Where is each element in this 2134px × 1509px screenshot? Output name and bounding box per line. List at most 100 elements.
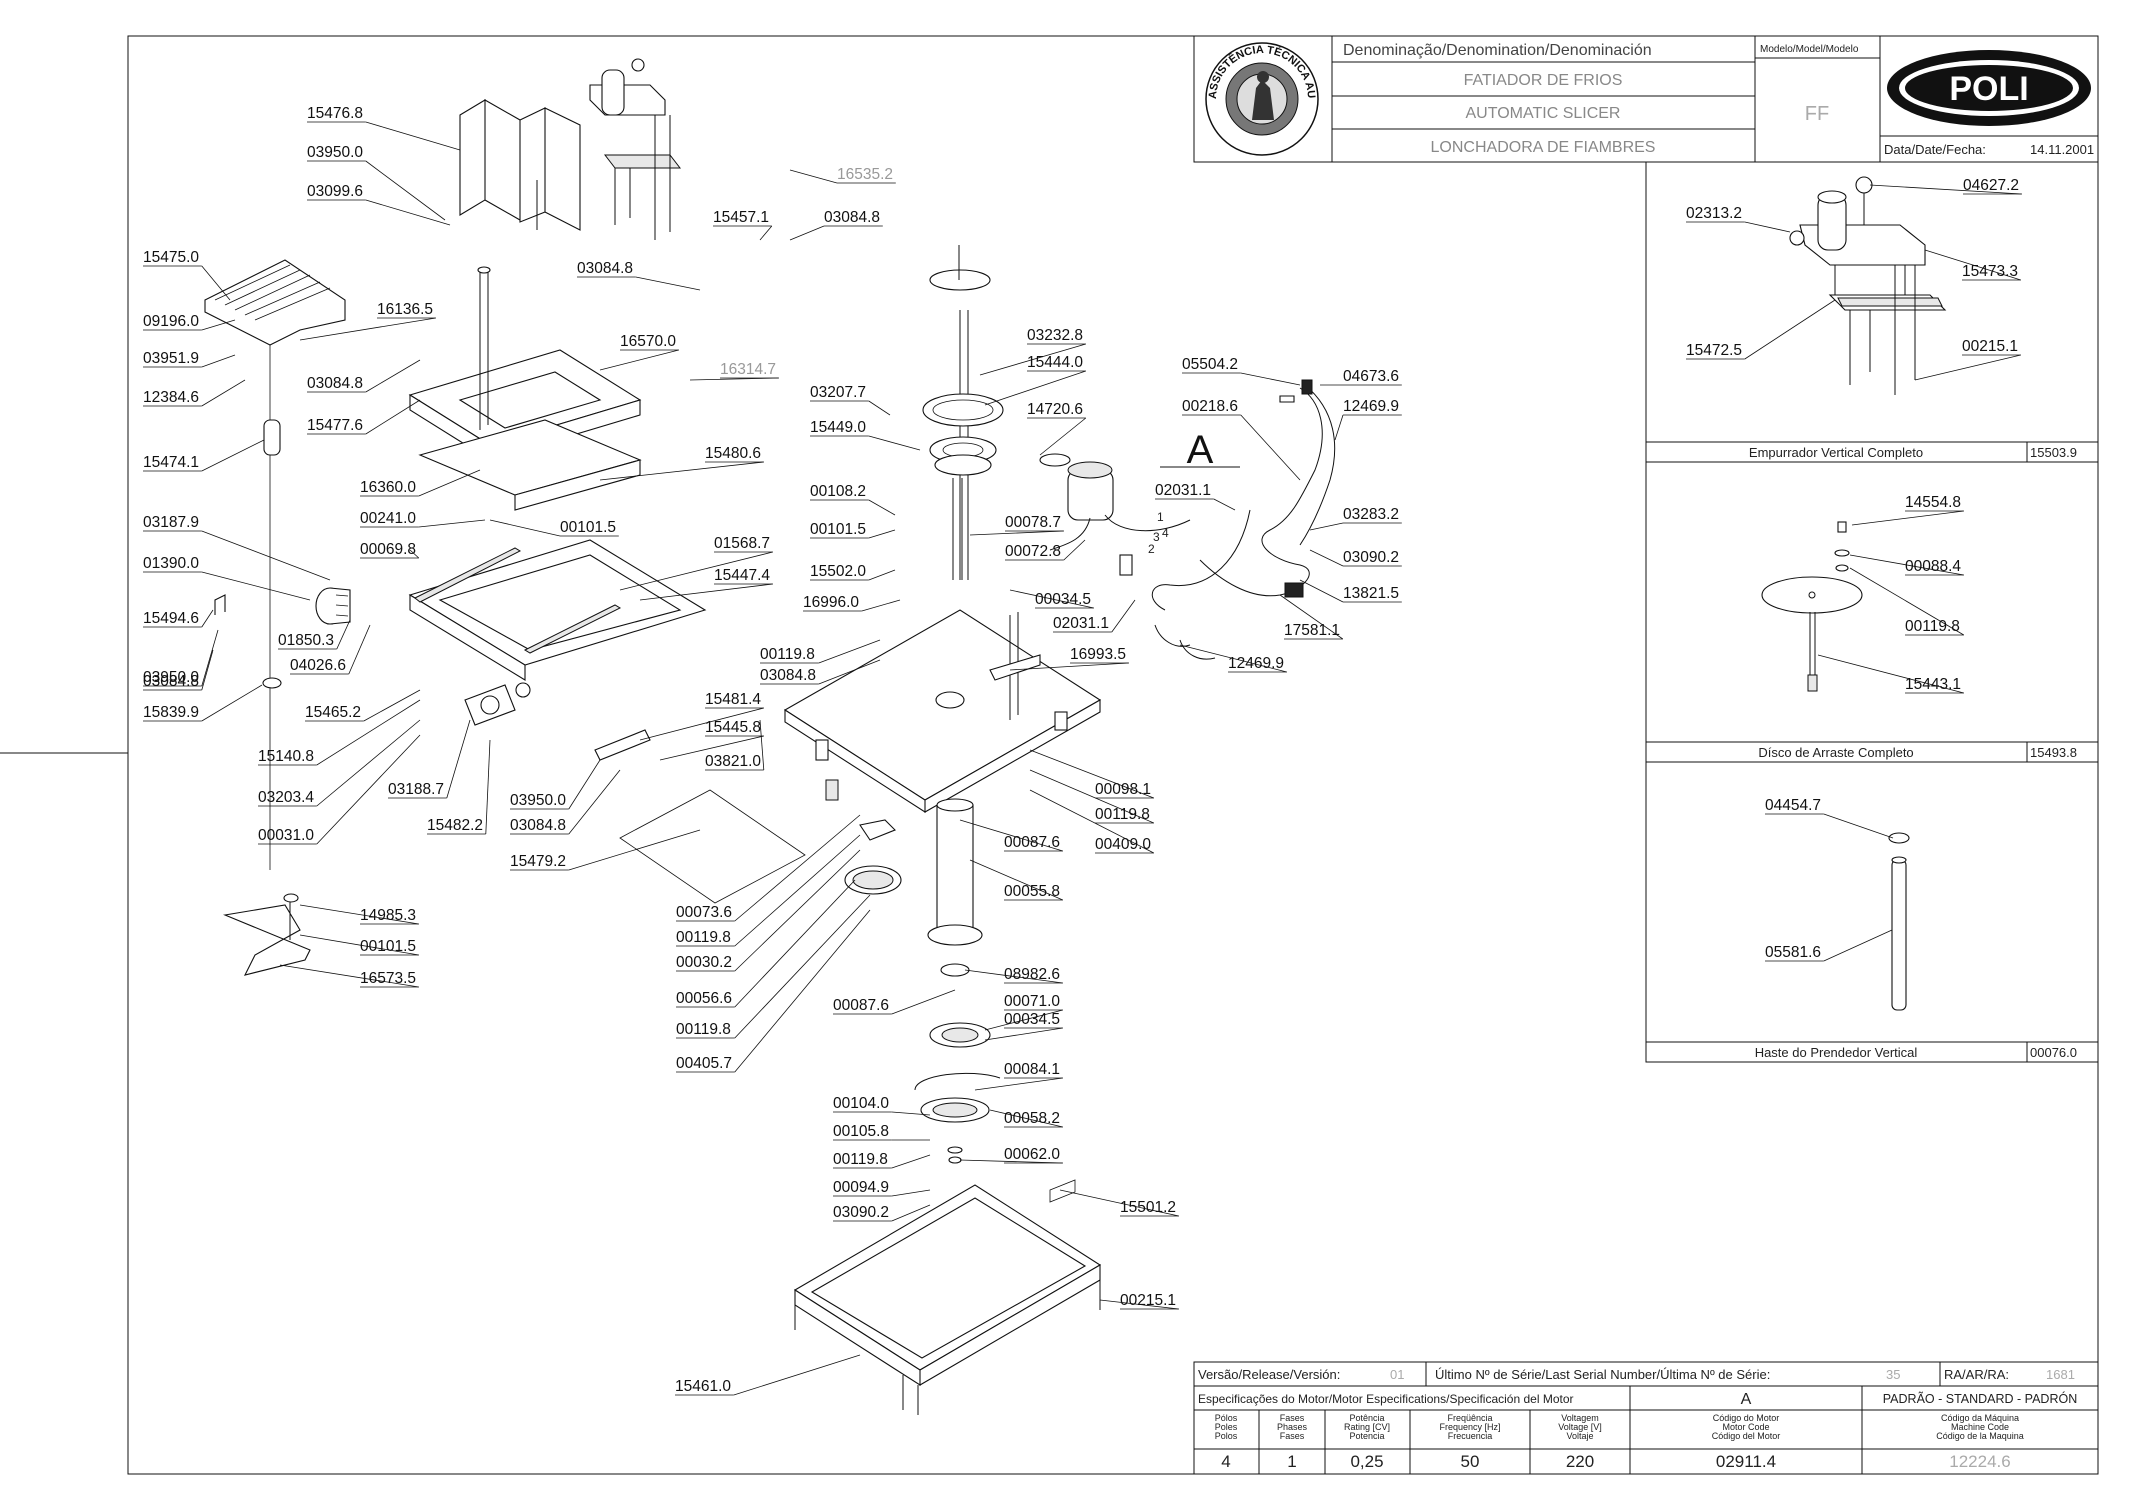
motor-col-value: 4 bbox=[1221, 1452, 1230, 1471]
inset-part-label: 00119.8 bbox=[1905, 618, 1960, 635]
inset-part-label-leader bbox=[1817, 654, 1964, 694]
part-label: 08982.6 bbox=[1004, 966, 1060, 983]
part-label: 03188.7 bbox=[388, 781, 444, 798]
part-label-leader bbox=[299, 904, 419, 925]
part-label-leader bbox=[568, 769, 621, 835]
part-label-leader bbox=[818, 659, 881, 685]
motor-col-value: 220 bbox=[1566, 1452, 1594, 1471]
part-label: 15444.0 bbox=[1027, 354, 1083, 371]
part-label-leader bbox=[599, 349, 679, 371]
part-label: 00087.6 bbox=[1004, 834, 1060, 851]
part-label-leader bbox=[299, 934, 419, 956]
part-label-leader bbox=[1309, 549, 1344, 567]
part-label-leader bbox=[201, 629, 219, 687]
wire-3: 3 bbox=[1153, 530, 1160, 544]
part-label-leader bbox=[365, 121, 461, 151]
part-label-leader bbox=[759, 719, 765, 771]
part-label-leader bbox=[316, 699, 421, 766]
part-label: 09196.0 bbox=[143, 313, 199, 330]
part-label-leader bbox=[979, 343, 1086, 376]
part-label-leader bbox=[959, 819, 1063, 852]
part-label: 03084.8 bbox=[577, 260, 633, 277]
part-label-leader bbox=[734, 834, 861, 947]
part-label: 15480.6 bbox=[705, 445, 761, 462]
part-label: 15479.2 bbox=[510, 853, 566, 870]
part-label-leader bbox=[316, 734, 421, 845]
inset-2-title: Dísco de Arraste Completo bbox=[1758, 745, 1913, 760]
motor-col-header: Código del Motor bbox=[1712, 1431, 1781, 1441]
motor-col-header: Voltage [V] bbox=[1558, 1422, 1602, 1432]
part-label: 00030.2 bbox=[676, 954, 732, 971]
part-label: 00094.9 bbox=[833, 1179, 889, 1196]
part-label: 00405.7 bbox=[676, 1055, 732, 1072]
part-label: 15445.8 bbox=[705, 719, 761, 736]
part-label: 03203.4 bbox=[258, 789, 314, 806]
part-label: 00078.7 bbox=[1005, 514, 1061, 531]
part-label: 04026.6 bbox=[290, 657, 346, 674]
part-label: 00119.8 bbox=[676, 1021, 731, 1038]
part-label-leader bbox=[868, 529, 896, 539]
part-label: 00218.6 bbox=[1182, 398, 1238, 415]
part-label: 00119.8 bbox=[833, 1151, 888, 1168]
part-label-leader bbox=[1111, 599, 1136, 633]
inset-panels: Empurrador Vertical Completo 15503.9 Dís… bbox=[1645, 161, 2099, 1063]
part-label: 00084.1 bbox=[1004, 1061, 1060, 1078]
standard-label: PADRÃO - STANDARD - PADRÓN bbox=[1883, 1391, 2077, 1406]
name-pt: FATIADOR DE FRIOS bbox=[1464, 72, 1623, 89]
part-label: 03232.8 bbox=[1027, 327, 1083, 344]
part-label: 14720.6 bbox=[1027, 401, 1083, 418]
part-label-leader bbox=[568, 759, 601, 810]
part-label: 15474.1 bbox=[143, 454, 199, 471]
part-label-leader bbox=[365, 399, 421, 435]
wire-2: 2 bbox=[1148, 542, 1155, 556]
part-label-leader bbox=[733, 1354, 861, 1396]
part-label: 16136.5 bbox=[377, 301, 433, 318]
part-label-leader bbox=[1309, 522, 1344, 531]
version-label: Versão/Release/Versión: bbox=[1198, 1367, 1340, 1382]
motor-col-header: Voltaje bbox=[1566, 1431, 1593, 1441]
part-label: 00087.6 bbox=[833, 997, 889, 1014]
part-label: 12384.6 bbox=[143, 389, 199, 406]
part-label: 00241.0 bbox=[360, 510, 416, 527]
part-label-leader bbox=[489, 519, 561, 537]
inset-part-label-leader bbox=[1823, 813, 1894, 839]
title-block: ASSISTÊNCIA TÉCNICA AUTORIZADA Denominaç… bbox=[0, 0, 2099, 163]
part-label: 00101.5 bbox=[360, 938, 416, 955]
part-label: 00104.0 bbox=[833, 1095, 889, 1112]
part-label-leader bbox=[365, 160, 446, 221]
inset-part-label-leader bbox=[1849, 567, 1965, 636]
motor-spec-columns: PólosPolesPolos4FasesPhasesFases1Potênci… bbox=[1215, 1413, 2024, 1471]
inset-part-label: 14554.8 bbox=[1905, 494, 1961, 511]
serial-label: Último Nº de Série/Last Serial Number/Úl… bbox=[1435, 1367, 1770, 1382]
part-label-leader bbox=[201, 354, 236, 368]
part-labels: 15476.803950.003099.615475.009196.003951… bbox=[143, 105, 2022, 1396]
part-label-leader bbox=[201, 649, 214, 691]
part-label: 03084.8 bbox=[760, 667, 816, 684]
inset-part-label: 00215.1 bbox=[1962, 338, 2018, 355]
part-label-leader bbox=[734, 814, 861, 922]
part-label-leader bbox=[1240, 372, 1301, 386]
part-label: 03090.2 bbox=[1343, 549, 1399, 566]
part-label: 00034.5 bbox=[1035, 591, 1091, 608]
part-label-leader bbox=[1009, 662, 1129, 671]
inset-part-label: 05581.6 bbox=[1765, 944, 1821, 961]
part-label: 03084.8 bbox=[510, 817, 566, 834]
part-label: 15839.9 bbox=[143, 704, 199, 721]
motor-col-header: Motor Code bbox=[1722, 1422, 1769, 1432]
part-label: 03084.8 bbox=[143, 673, 199, 690]
part-label-leader bbox=[418, 519, 486, 528]
motor-col-header: Fases bbox=[1280, 1431, 1305, 1441]
part-label: 03090.2 bbox=[833, 1204, 889, 1221]
motor-col-header: Pólos bbox=[1215, 1413, 1238, 1423]
part-label-leader bbox=[868, 499, 896, 516]
seal-text: ASSISTÊNCIA TÉCNICA AUTORIZADA bbox=[0, 0, 1317, 99]
motor-col-header: Poles bbox=[1215, 1422, 1238, 1432]
part-label-leader bbox=[984, 370, 1086, 406]
part-label: 03187.9 bbox=[143, 514, 199, 531]
part-label: 01390.0 bbox=[143, 555, 199, 572]
part-label-leader bbox=[789, 169, 838, 184]
part-label: 00105.8 bbox=[833, 1123, 889, 1140]
part-label: 17581.1 bbox=[1284, 622, 1340, 639]
part-label: 13821.5 bbox=[1343, 585, 1399, 602]
part-label: 15501.2 bbox=[1120, 1199, 1176, 1216]
